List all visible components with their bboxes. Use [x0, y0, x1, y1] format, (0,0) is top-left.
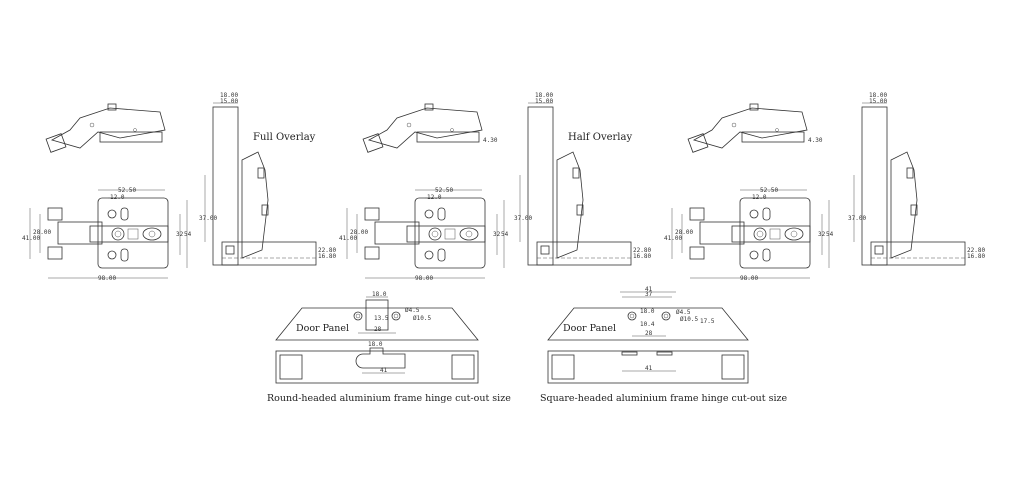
dim-label: 22.80	[318, 247, 336, 254]
dim-label: 12.0	[427, 194, 442, 201]
hinge-top-view: 52.50 12.0 32 54 41.00 28.00 98.00	[664, 187, 834, 282]
dim-label: 41.00	[664, 235, 682, 242]
dim-label: 37.00	[848, 215, 866, 222]
dim-label: Ø4.5	[405, 307, 420, 314]
dim-label: 17.5	[700, 318, 715, 325]
door-panel-label: Door Panel	[563, 323, 616, 334]
half-overlay-view: 52.50 12.0 32 54 41.00 28.00 98.00 18.00…	[339, 92, 651, 282]
dim-label: 32	[176, 231, 184, 238]
dim-label: 15.00	[220, 98, 238, 105]
dim-label: 98.00	[415, 275, 433, 282]
dim-label: 28.00	[33, 229, 51, 236]
hinge-side-view	[687, 103, 808, 153]
dim-label: 52.50	[435, 187, 453, 194]
dim-label: 18.00	[535, 92, 553, 99]
inset-view: 52.50 12.0 32 54 41.00 28.00 98.00 18.00…	[664, 92, 985, 282]
dim-label: 41.00	[339, 235, 357, 242]
view-title: Half Overlay	[568, 132, 632, 143]
dim-label: 18.00	[220, 92, 238, 99]
dim-label: 54	[826, 231, 834, 238]
dim-label: 98.00	[740, 275, 758, 282]
dim-label: 28.00	[350, 229, 368, 236]
dim-label: 28	[645, 330, 653, 337]
dim-label: 28	[374, 326, 382, 333]
dim-label: 4.30	[808, 137, 823, 144]
round-cutout-diagram: Door Panel 18.0 13.5 28 Ø4.5 Ø10.5 18.0 …	[267, 291, 511, 404]
dim-label: 52.50	[760, 187, 778, 194]
view-title: Full Overlay	[253, 132, 316, 143]
dim-label: 18.0	[640, 308, 655, 315]
square-cutout-diagram: Door Panel 41 37 18.0 10.4 28 Ø4.5 Ø10.5…	[540, 286, 788, 404]
dim-label: 10.4	[640, 321, 655, 328]
dim-label: 54	[184, 231, 192, 238]
dim-label: 37.00	[199, 215, 217, 222]
dim-label: 41	[645, 286, 653, 293]
dim-label: 18.0	[368, 341, 383, 348]
dim-label: 16.80	[633, 253, 651, 260]
dim-label: 16.80	[318, 253, 336, 260]
dim-label: 22.80	[633, 247, 651, 254]
round-cutout-caption: Round-headed aluminium frame hinge cut-o…	[267, 393, 511, 404]
dim-label: Ø10.5	[680, 316, 698, 323]
square-cutout-caption: Square-headed aluminium frame hinge cut-…	[540, 393, 788, 404]
dim-label: 32	[818, 231, 826, 238]
hinge-top-view: 52.50 12.0 32 54 41.00 28.00 98.00	[22, 187, 192, 282]
dim-label: 52.50	[118, 187, 136, 194]
dim-label: 15.00	[869, 98, 887, 105]
dim-label: 41	[380, 367, 388, 374]
dim-label: 18.00	[869, 92, 887, 99]
dim-label: 37.00	[514, 215, 532, 222]
dim-label: 12.0	[752, 194, 767, 201]
dim-label: 37	[645, 291, 653, 298]
dim-label: 41	[645, 365, 653, 372]
dim-label: 22.80	[967, 247, 985, 254]
dim-label: Ø4.5	[676, 309, 691, 316]
dim-label: 18.0	[372, 291, 387, 298]
dim-label: 15.00	[535, 98, 553, 105]
full-overlay-view: 52.50 12.0 32 54 41.00 28.00 98.00 18.00…	[22, 92, 336, 282]
dim-label: 32	[493, 231, 501, 238]
dim-label: 28.00	[675, 229, 693, 236]
dim-label: 54	[501, 231, 509, 238]
dim-label: Ø10.5	[413, 315, 431, 322]
dim-label: 16.80	[967, 253, 985, 260]
hinge-side-view	[45, 103, 166, 153]
dim-label: 13.5	[374, 315, 389, 322]
dim-label: 41.00	[22, 235, 40, 242]
dim-label: 98.00	[98, 275, 116, 282]
door-panel-label: Door Panel	[296, 323, 349, 334]
dim-label: 4.30	[483, 137, 498, 144]
hinge-top-view: 52.50 12.0 32 54 41.00 28.00 98.00	[339, 187, 509, 282]
hinge-side-view	[362, 103, 483, 153]
dim-label: 12.0	[110, 194, 125, 201]
